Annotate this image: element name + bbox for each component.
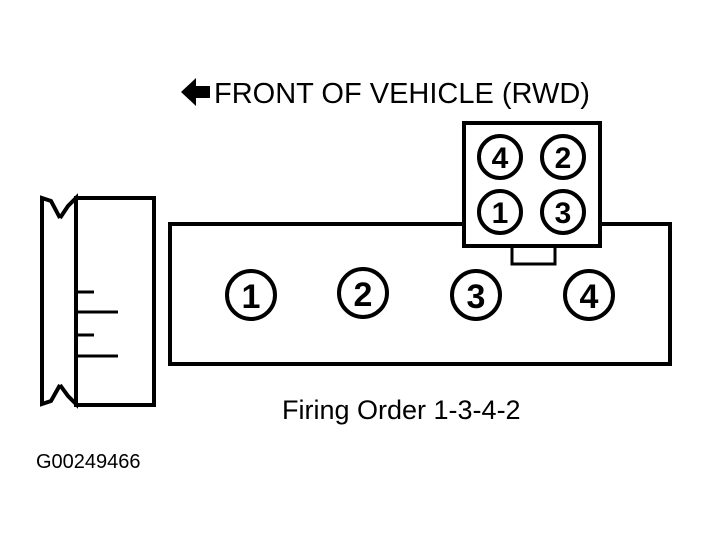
coil-terminal-label: 2 <box>555 142 572 175</box>
coil-terminal-label: 3 <box>555 197 572 230</box>
coil-pack-terminal: 4 <box>477 134 523 180</box>
cylinder: 2 <box>337 267 389 319</box>
figure-code: G00249466 <box>36 451 141 473</box>
cylinder: 3 <box>450 269 502 321</box>
coil-pack-connector <box>510 244 557 266</box>
cylinder: 1 <box>225 269 277 321</box>
cylinder-number: 2 <box>354 276 373 314</box>
coil-terminal-label: 1 <box>492 197 509 230</box>
arrow-left-icon <box>181 78 210 106</box>
cylinder-number: 3 <box>467 278 486 316</box>
front-of-vehicle-label: FRONT OF VEHICLE (RWD) <box>214 78 590 110</box>
coil-pack-terminal: 3 <box>540 189 586 235</box>
front-direction-indicator: FRONT OF VEHICLE (RWD) <box>181 78 590 110</box>
coil-pack-terminal: 1 <box>477 189 523 235</box>
firing-order-label: Firing Order 1-3-4-2 <box>282 395 521 425</box>
transmission-bellhousing <box>40 193 156 409</box>
coil-terminal-label: 4 <box>492 142 509 175</box>
coil-pack-terminal: 2 <box>540 134 586 180</box>
cylinder-number: 1 <box>242 278 261 316</box>
cylinder: 4 <box>563 269 615 321</box>
cylinder-number: 4 <box>580 278 599 316</box>
engine-block <box>168 222 672 366</box>
